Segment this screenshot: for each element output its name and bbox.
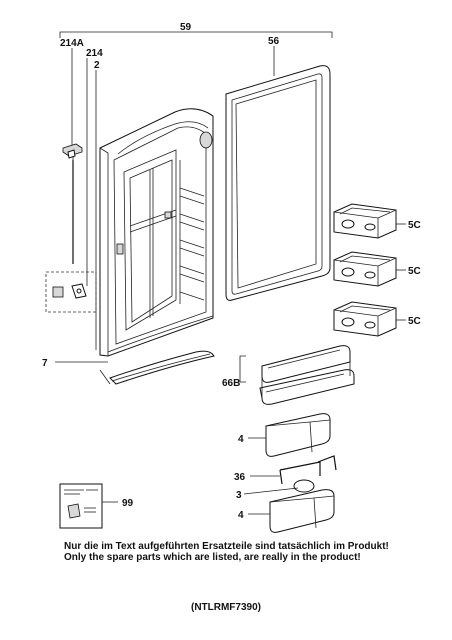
note-english: Only the spare parts which are listed, a… xyxy=(64,552,361,563)
accessory-box xyxy=(45,271,97,313)
leaders-left xyxy=(71,48,97,350)
door-liner-2 xyxy=(99,108,214,357)
label-5C-middle: 5C xyxy=(408,266,421,277)
label-7: 7 xyxy=(42,358,48,369)
label-5C-top: 5C xyxy=(408,220,421,231)
label-4-lower: 4 xyxy=(238,510,244,521)
model-code: (NTLRMF7390) xyxy=(190,602,261,613)
note-german: Nur die im Text aufgeführten Ersatzteile… xyxy=(64,541,389,552)
label-66B: 66B xyxy=(222,378,240,389)
label-3: 3 xyxy=(236,490,242,501)
cap-3 xyxy=(243,479,315,495)
door-bin-4-upper xyxy=(248,413,331,457)
shelf-5C-top xyxy=(333,203,406,239)
door-gasket-56 xyxy=(225,46,331,301)
shelf-5C-middle xyxy=(333,251,406,287)
hinge-clip-214A xyxy=(62,143,83,159)
label-56: 56 xyxy=(268,36,280,47)
label-214A: 214A xyxy=(60,38,84,49)
label-59: 59 xyxy=(180,22,192,33)
wire-bracket-36 xyxy=(250,455,337,485)
bottom-strip-7 xyxy=(55,350,215,385)
label-5C-bottom: 5C xyxy=(408,316,421,327)
label-4-upper: 4 xyxy=(238,434,244,445)
document-99 xyxy=(59,483,118,529)
label-2: 2 xyxy=(94,60,100,71)
door-bin-4-lower xyxy=(248,489,335,533)
bracket-59 xyxy=(59,31,333,38)
shelf-5C-bottom xyxy=(333,301,406,337)
label-36: 36 xyxy=(234,472,246,483)
label-99: 99 xyxy=(122,498,134,509)
tray-66B xyxy=(239,345,355,405)
label-214: 214 xyxy=(86,48,103,59)
